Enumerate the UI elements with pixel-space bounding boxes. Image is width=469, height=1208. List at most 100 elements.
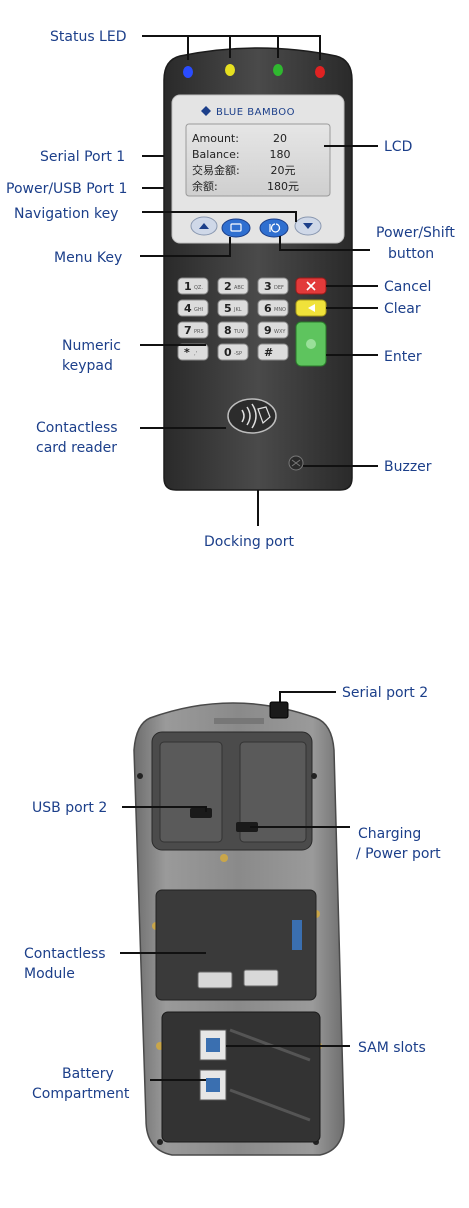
keypad-key-letters: ABC bbox=[234, 285, 245, 291]
menu-key[interactable] bbox=[221, 218, 251, 238]
led-yellow bbox=[225, 64, 235, 76]
front-labels: Status LED Serial Port 1 Power/USB Port … bbox=[6, 29, 455, 550]
back-leader-lines bbox=[120, 691, 350, 1081]
arrow-up-icon bbox=[199, 223, 209, 229]
lcd-row-4-value: 180元 bbox=[267, 180, 299, 193]
keypad-key-main: 9 bbox=[264, 324, 272, 337]
sam-slot-1 bbox=[199, 1029, 227, 1061]
keypad-key-letters: -SP bbox=[234, 351, 242, 357]
enter-icon bbox=[306, 339, 316, 349]
keypad-key-12[interactable]: # bbox=[257, 343, 289, 361]
keypad-key-main: 0 bbox=[224, 346, 232, 359]
keypad-key-main: 1 bbox=[184, 280, 192, 293]
label-power-usb-port-1: Power/USB Port 1 bbox=[6, 181, 127, 197]
label-contactless-reader-2: card reader bbox=[36, 440, 117, 456]
label-contactless-module-2: Module bbox=[24, 966, 75, 982]
brand-logo-icon bbox=[201, 106, 211, 116]
keypad-key-main: 4 bbox=[184, 302, 192, 315]
brand-logo: BLUE BAMBOO bbox=[201, 106, 295, 118]
keypad-key-face bbox=[177, 343, 209, 361]
keypad-key-face bbox=[257, 299, 289, 317]
back-labels: Serial port 2 USB port 2 Charging / Powe… bbox=[24, 685, 441, 1102]
keypad-key-main: 2 bbox=[224, 280, 232, 293]
keypad-key-face bbox=[217, 343, 249, 361]
keypad-key-letters: ,' bbox=[194, 351, 197, 357]
label-power-shift-2: button bbox=[388, 246, 434, 262]
label-serial-port-1: Serial Port 1 bbox=[40, 149, 125, 165]
power-shift-key[interactable] bbox=[259, 218, 289, 238]
sam-slot-2 bbox=[199, 1069, 227, 1101]
menu-icon bbox=[230, 223, 242, 232]
label-lcd: LCD bbox=[384, 139, 412, 155]
keypad-key-letters: PRS bbox=[194, 329, 204, 335]
charging-port bbox=[236, 822, 258, 832]
keypad-key-letters: GHI bbox=[194, 307, 203, 313]
keypad-key-face bbox=[177, 321, 209, 339]
enter-key[interactable] bbox=[295, 321, 327, 367]
label-enter: Enter bbox=[384, 349, 422, 365]
usb-port-2 bbox=[190, 808, 212, 818]
clear-key[interactable] bbox=[295, 299, 327, 317]
cancel-key[interactable] bbox=[295, 277, 327, 295]
keypad-key-letters: WXY bbox=[274, 329, 286, 335]
keypad-key-face bbox=[217, 321, 249, 339]
keypad-key-face bbox=[257, 321, 289, 339]
front-device: BLUE BAMBOO Amount: 20 Balance: 180 交易金额… bbox=[163, 47, 353, 491]
brand-name: BLUE BAMBOO bbox=[216, 107, 295, 118]
keypad-key-face bbox=[217, 299, 249, 317]
keypad-key-main: 6 bbox=[264, 302, 272, 315]
keypad-key-main: 5 bbox=[224, 302, 232, 315]
keypad-key-letters: DEF bbox=[274, 285, 284, 291]
keypad-key-face bbox=[177, 299, 209, 317]
keypad-key-10[interactable]: * ,' bbox=[177, 343, 209, 361]
keypad-key-face bbox=[217, 277, 249, 295]
label-menu-key: Menu Key bbox=[54, 250, 122, 266]
nav-key-up[interactable] bbox=[190, 216, 218, 236]
back-device bbox=[133, 701, 345, 1156]
contactless-reader bbox=[227, 398, 277, 434]
label-numeric-keypad-2: keypad bbox=[62, 358, 113, 374]
led-blue bbox=[183, 66, 193, 78]
nav-key-down[interactable] bbox=[294, 216, 322, 236]
keypad-key-letters: JKL bbox=[233, 307, 242, 313]
lcd-row-1-label: Amount: bbox=[192, 132, 239, 145]
lcd-row-3-value: 20元 bbox=[271, 164, 296, 177]
label-charging-1: Charging bbox=[358, 826, 421, 842]
label-cancel: Cancel bbox=[384, 279, 431, 295]
contactless-icon bbox=[241, 403, 257, 429]
led-red bbox=[315, 66, 325, 78]
keypad-key-main: 3 bbox=[264, 280, 272, 293]
label-battery-1: Battery bbox=[62, 1066, 114, 1082]
label-clear: Clear bbox=[384, 301, 421, 317]
label-navigation-key: Navigation key bbox=[14, 206, 118, 222]
lcd-row-4-label: 余额: bbox=[192, 179, 218, 193]
battery-compartment bbox=[161, 1011, 321, 1143]
label-numeric-keypad-1: Numeric bbox=[62, 338, 121, 354]
keypad-key-main: 8 bbox=[224, 324, 232, 337]
keypad-key-main: * bbox=[184, 346, 190, 359]
lcd-row-3-label: 交易金额: bbox=[192, 163, 240, 177]
lcd-row-2-value: 180 bbox=[270, 148, 291, 161]
led-green bbox=[273, 64, 283, 76]
label-usb-port-2: USB port 2 bbox=[32, 800, 107, 816]
arrow-down-icon bbox=[303, 223, 313, 229]
front-leader-lines bbox=[140, 35, 378, 526]
keypad-key-main: # bbox=[264, 346, 273, 359]
close-icon bbox=[306, 281, 316, 291]
keypad-key-face bbox=[257, 277, 289, 295]
serial-port-2 bbox=[269, 701, 289, 719]
keypad-key-11[interactable]: 0-SP bbox=[217, 343, 249, 361]
label-serial-port-2: Serial port 2 bbox=[342, 685, 428, 701]
power-icon bbox=[269, 223, 281, 233]
